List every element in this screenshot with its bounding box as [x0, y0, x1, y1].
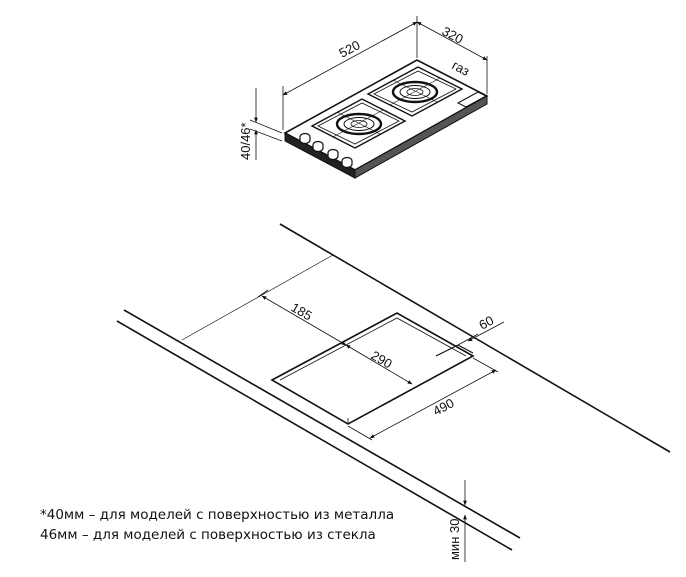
dim-label-290: 290 [369, 348, 395, 372]
countertop [116, 223, 671, 551]
dim-line-490 [369, 369, 497, 439]
countertop-front-edge-bottom [116, 320, 513, 551]
countertop-back-edge [279, 223, 671, 453]
dim-label-height: 40/46* [238, 122, 253, 160]
hob-front-edge [284, 132, 356, 179]
control-knobs [299, 132, 353, 169]
dim-label-185: 185 [289, 300, 315, 324]
dim-line-320 [416, 21, 488, 61]
hob-side-edge [354, 95, 488, 179]
footnote-metal: *40мм – для моделей с поверхностью из ме… [40, 507, 395, 523]
dim-line-185 [261, 295, 347, 346]
burner-grid-front [310, 98, 407, 149]
dim-label-60: 60 [476, 313, 496, 333]
countertop-front-edge-top [123, 309, 521, 539]
dim-label-min30: мин 30 [447, 519, 462, 560]
burner-back [391, 80, 439, 104]
cutout-outline [270, 312, 475, 425]
gas-label: газ [450, 57, 473, 78]
hob-dimensions [249, 16, 488, 160]
footnotes: *40мм – для моделей с поверхностью из ме… [40, 505, 394, 545]
cutout-dimensions [257, 289, 505, 562]
dim-line-60 [467, 321, 505, 342]
dim-label-490: 490 [430, 395, 456, 418]
gas-connector [456, 91, 488, 108]
dim-label-320: 320 [440, 23, 466, 46]
dim-label-520: 520 [336, 37, 362, 60]
dim-line-520 [282, 21, 418, 96]
burner-front [335, 112, 383, 136]
footnote-glass: 46мм – для моделей с поверхностью из сте… [40, 527, 376, 543]
hob [283, 59, 489, 179]
